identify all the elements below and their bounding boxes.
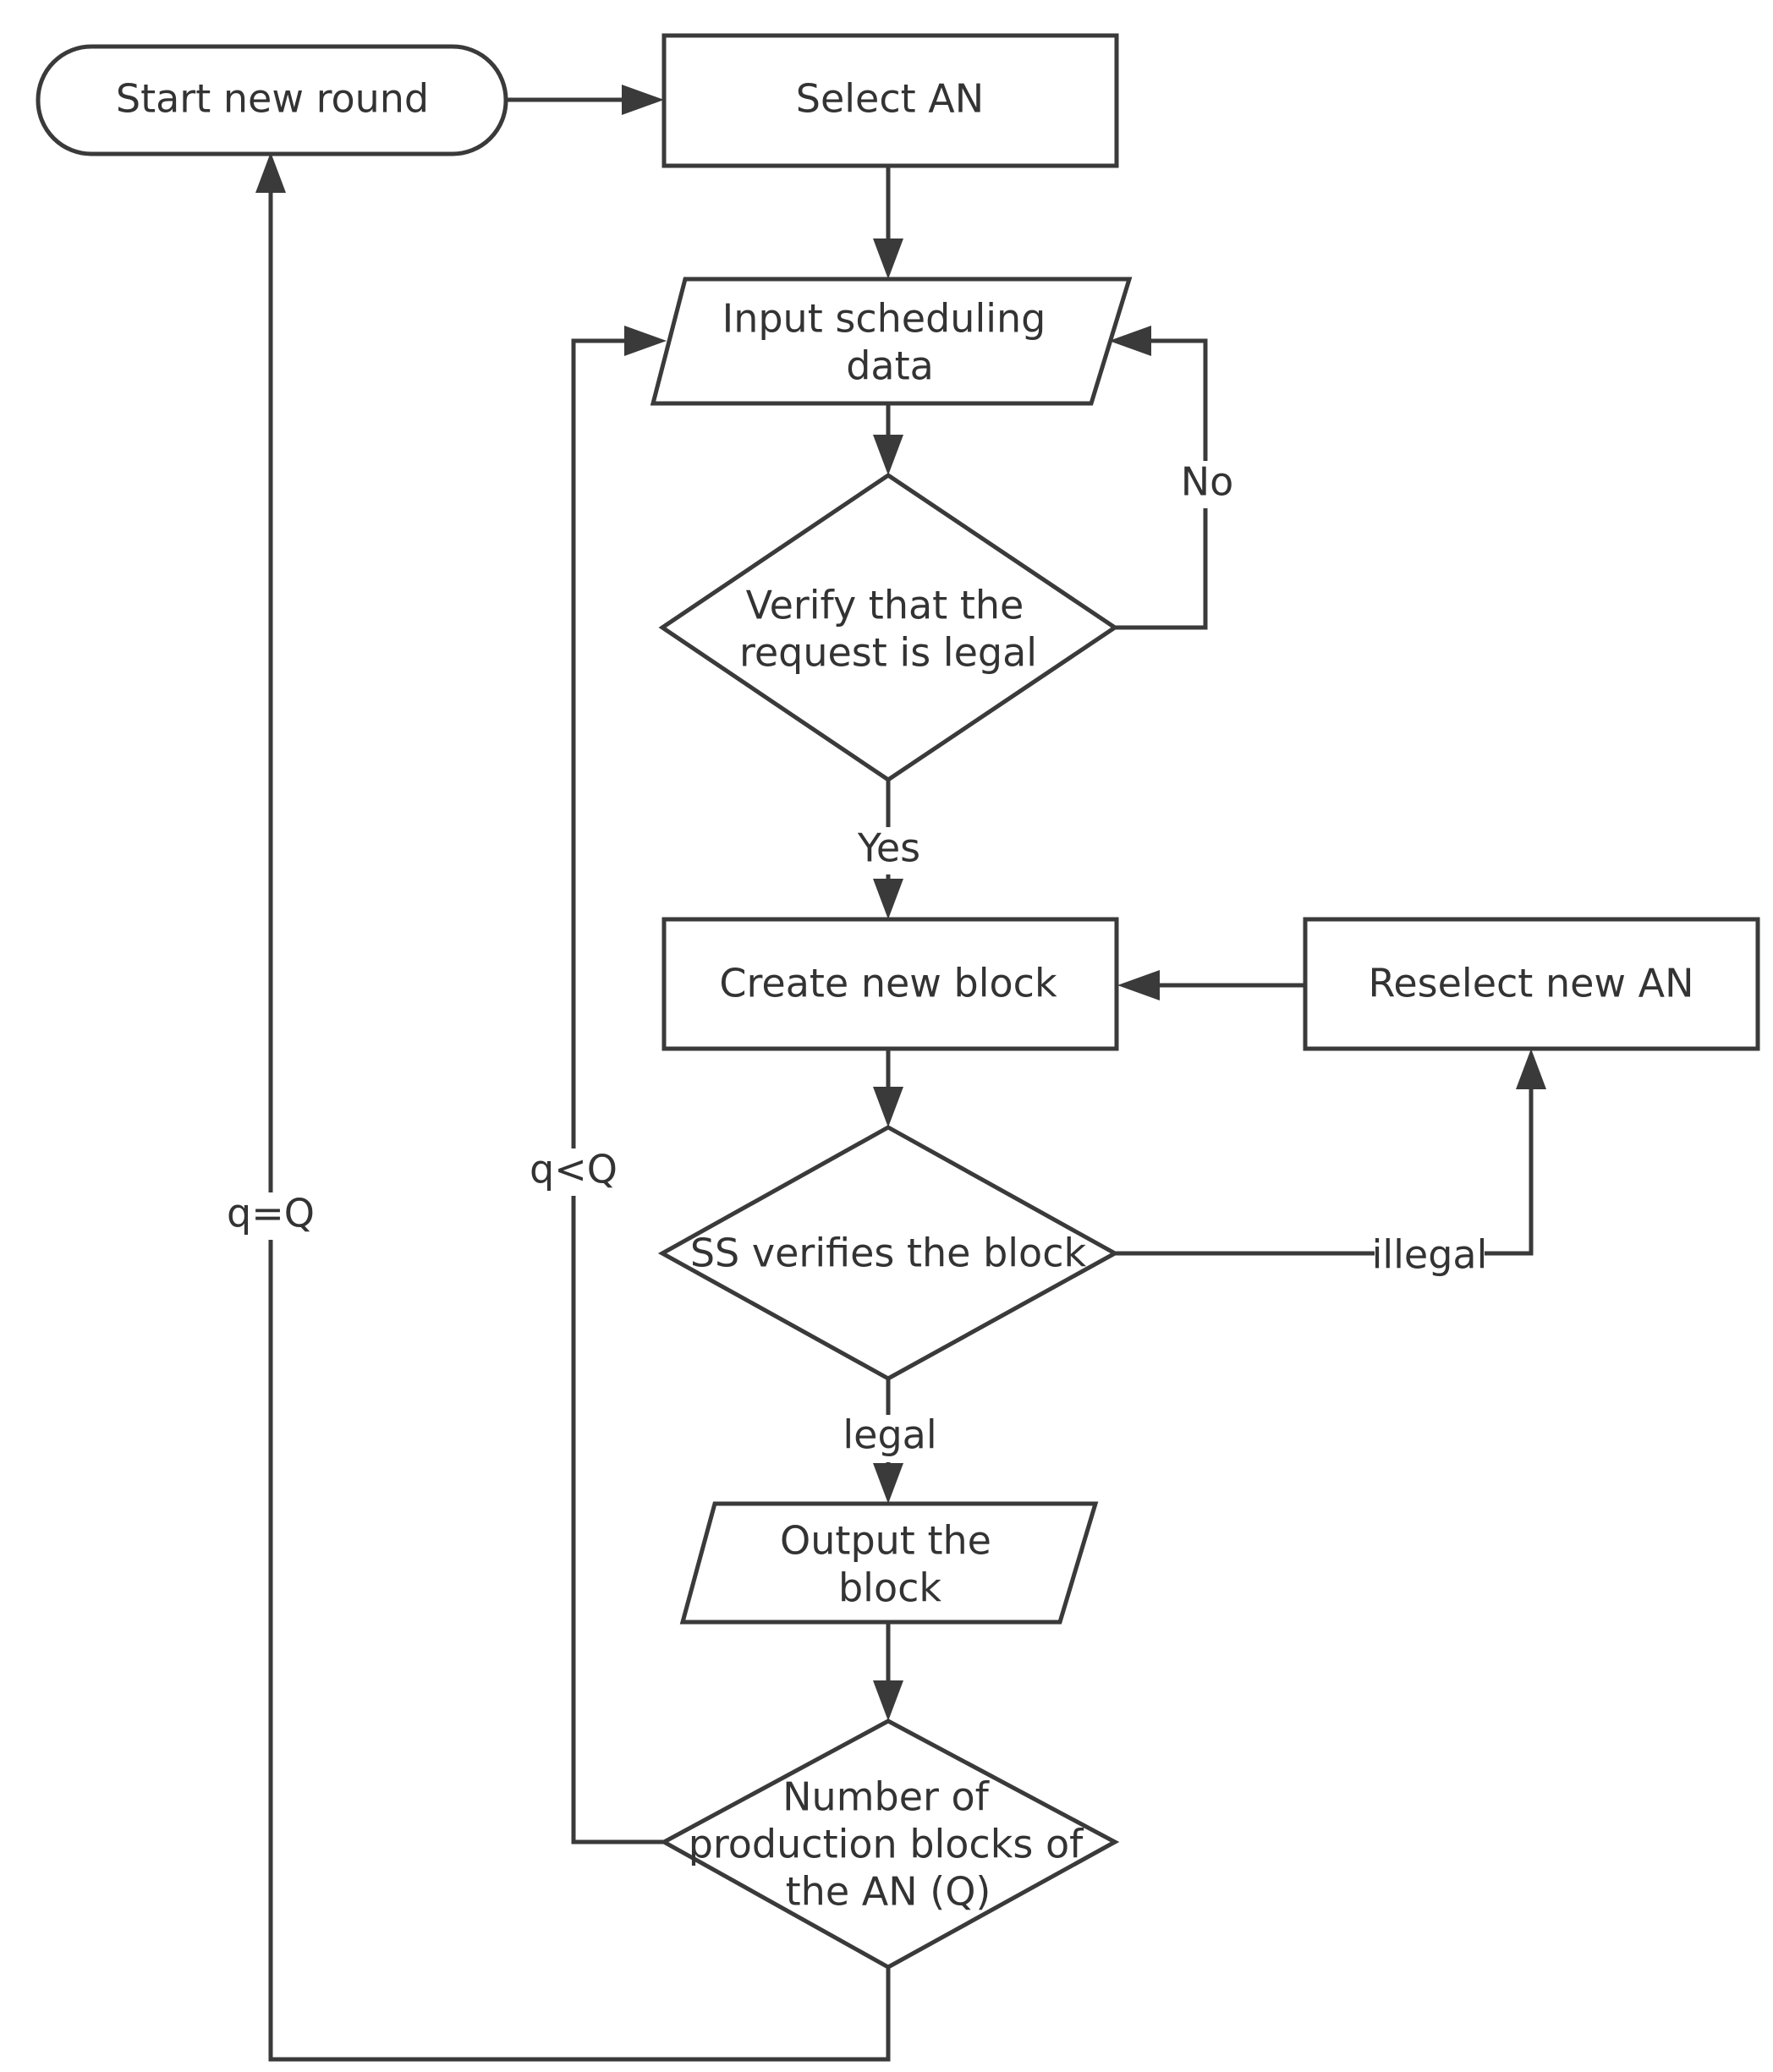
block-count-decision <box>659 1718 1120 1970</box>
arrowhead <box>873 435 903 475</box>
arrowhead <box>1117 970 1160 1000</box>
arrowhead <box>1109 326 1151 356</box>
block-count-label-line1: Number of <box>782 1774 991 1820</box>
arrowhead <box>255 152 286 193</box>
output-block-label-line1: Output the <box>780 1518 991 1564</box>
select-an-label: Select AN <box>796 76 984 122</box>
input-data-node <box>650 277 1133 406</box>
verify-request-decision <box>658 472 1119 783</box>
block-count-label-line2: production blocks of <box>689 1822 1084 1867</box>
input-data-label-line2: data <box>846 343 934 389</box>
arrowhead <box>873 1463 903 1504</box>
arrowhead <box>873 1087 903 1127</box>
select-an-node <box>661 33 1119 168</box>
reselect-an-label: Reselect new AN <box>1368 961 1693 1006</box>
output-block-node <box>679 1501 1099 1625</box>
arrowhead <box>873 238 903 279</box>
arrowhead <box>624 326 667 356</box>
edge-count-q-equal <box>268 188 891 2062</box>
edge-count-q-less <box>571 338 664 1845</box>
start-node <box>36 44 508 156</box>
create-block-node <box>661 917 1119 1051</box>
arrowhead <box>1516 1049 1546 1089</box>
edge-ss-illegal <box>1115 1084 1534 1256</box>
verify-request-label-line1: Verify that the <box>746 583 1024 628</box>
ss-verify-decision <box>657 1125 1120 1381</box>
edge-label-legal: legal <box>843 1412 936 1458</box>
edge-label-yes: Yes <box>857 825 920 871</box>
arrowhead <box>873 879 903 919</box>
edge-label-illegal: illegal <box>1372 1232 1488 1278</box>
start-node-label: Start new round <box>116 76 429 122</box>
ss-verify-label: SS verifies the block <box>690 1231 1087 1276</box>
block-count-label-line3: the AN (Q) <box>786 1869 991 1915</box>
edge-label-no: No <box>1181 459 1234 505</box>
input-data-label-line1: Input scheduling <box>722 296 1046 342</box>
verify-request-label-line2: request is legal <box>739 630 1037 676</box>
output-block-label-line2: block <box>838 1565 941 1611</box>
create-block-label: Create new block <box>719 961 1057 1006</box>
arrowhead <box>622 85 664 115</box>
reselect-an-node <box>1303 917 1760 1051</box>
arrowhead <box>873 1680 903 1721</box>
edge-label-q-equal: q=Q <box>227 1191 315 1236</box>
edge-label-q-less: q<Q <box>530 1147 618 1192</box>
